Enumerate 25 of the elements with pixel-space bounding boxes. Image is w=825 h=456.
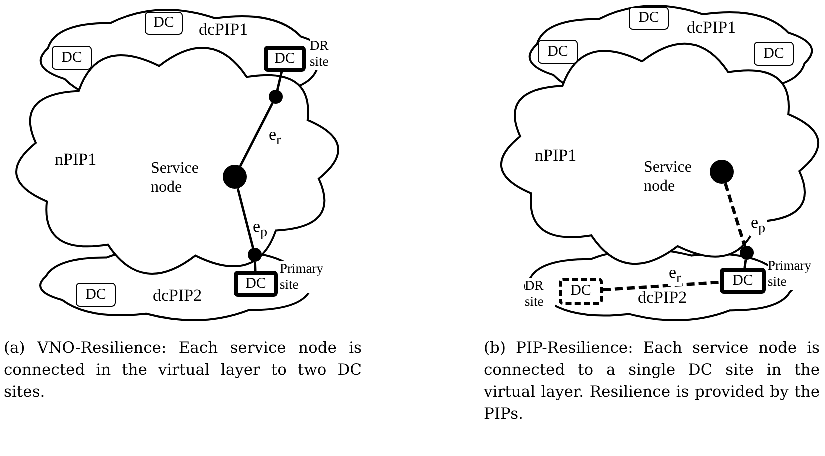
network-label: dcPIP1 — [199, 20, 248, 40]
connector-line — [744, 260, 748, 268]
network-label: dcPIP2 — [638, 288, 688, 308]
data-center-box: DC — [720, 268, 766, 294]
data-center-box: DC — [538, 40, 578, 64]
subfigure-caption: (b) PIP-Resilience: Each service node is connected to a single DC site in the virtual layer. Resilience is provided by the PIPs. — [484, 338, 820, 425]
data-center-box: DC — [234, 271, 278, 297]
network-label: nPIP1 — [55, 150, 97, 170]
connector-line — [236, 188, 254, 249]
data-center-box: DC — [145, 12, 183, 35]
data-center-box: DC — [559, 278, 603, 305]
connector-line — [602, 280, 720, 292]
subfigure-caption: (a) VNO-Resilience: Each service node is connected in the virtual layer to two DC sites. — [4, 338, 362, 403]
data-center-box: DC — [76, 283, 116, 307]
connector-line — [254, 262, 257, 272]
network-label: nPIP1 — [535, 146, 577, 166]
connector-line — [724, 183, 746, 247]
network-label: dcPIP1 — [687, 18, 736, 38]
data-center-box: DC — [52, 46, 92, 70]
data-center-box: DC — [264, 46, 306, 72]
connector-line — [239, 102, 274, 167]
data-center-box: DC — [754, 42, 794, 66]
connector-line — [276, 72, 284, 90]
network-label: dcPIP2 — [153, 286, 202, 306]
data-center-box: DC — [629, 7, 669, 30]
